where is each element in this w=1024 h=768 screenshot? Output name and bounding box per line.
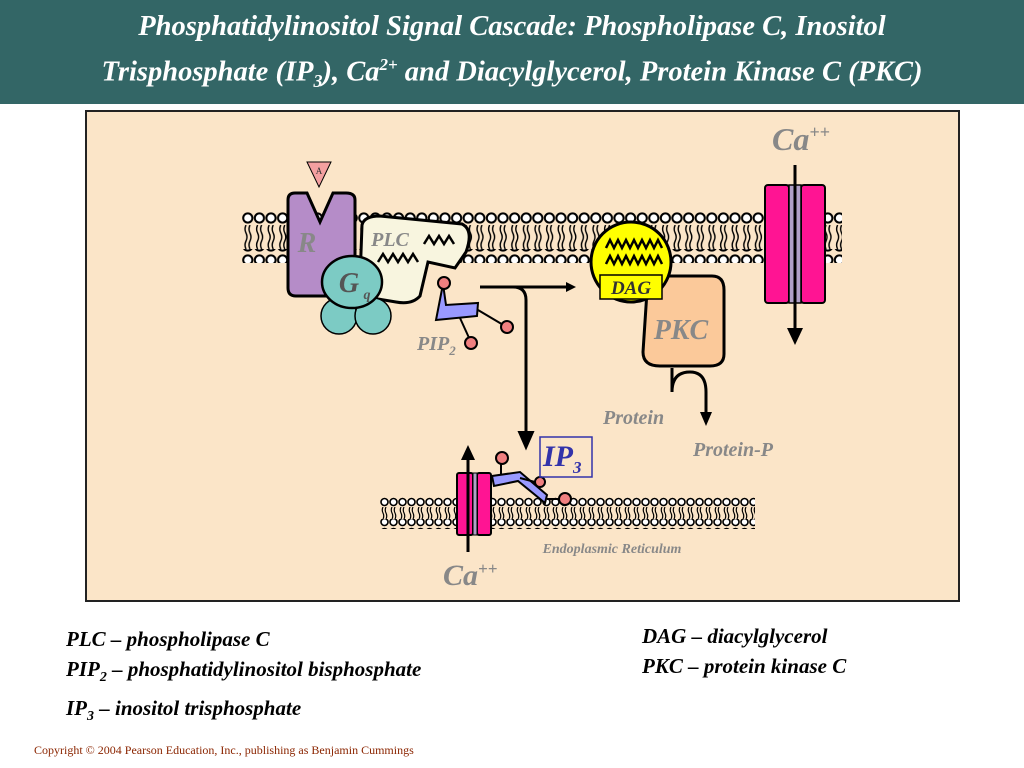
copyright-notice: Copyright © 2004 Pearson Education, Inc.… bbox=[34, 743, 414, 757]
ca-top-label: Ca++ bbox=[772, 121, 830, 157]
gq-protein: G q bbox=[320, 254, 392, 335]
pkc-enzyme: PKC bbox=[641, 274, 726, 368]
gq-subscript: q bbox=[364, 288, 371, 303]
legend-pip2: PIP2 – phosphatidylinositol bisphosphate bbox=[66, 657, 422, 686]
title-line-2: Trisphosphate (IP3), Ca2+ and Diacylglyc… bbox=[101, 55, 923, 92]
gq-label: G bbox=[339, 268, 359, 299]
pkc-label: PKC bbox=[653, 315, 709, 346]
protein-label: Protein bbox=[602, 407, 664, 429]
er-ca-channel: Ca++ bbox=[443, 445, 497, 592]
pip2-molecule: PIP2 bbox=[416, 276, 514, 358]
legend-pkc: PKC – protein kinase C bbox=[642, 654, 847, 678]
protein-p-label: Protein-P bbox=[692, 439, 774, 461]
title-line-1: Phosphatidylinositol Signal Cascade: Pho… bbox=[138, 11, 886, 42]
ca-bottom-label: Ca++ bbox=[443, 559, 497, 592]
plc-label: PLC bbox=[370, 229, 409, 251]
dag-label: DAG bbox=[610, 278, 651, 299]
legend-plc: PLC – phospholipase C bbox=[66, 627, 270, 651]
ip3-molecule: IP3 bbox=[490, 436, 593, 506]
phosphorylation-arrow: Protein Protein-P bbox=[602, 368, 774, 461]
legend-left: PLC – phospholipase C PIP2 – phosphatidy… bbox=[66, 624, 421, 732]
dag-molecule: DAG bbox=[589, 220, 673, 304]
legend-ip3: IP3 – inositol trisphosphate bbox=[66, 696, 302, 725]
ip3-label: IP3 bbox=[542, 440, 582, 477]
legend-right: DAG – diacylglycerol PKC – protein kinas… bbox=[642, 621, 846, 681]
legend-dag: DAG – diacylglycerol bbox=[642, 624, 828, 648]
plasma-ca-channel: Ca++ bbox=[764, 121, 830, 345]
agonist: A bbox=[306, 161, 332, 189]
agonist-label: A bbox=[316, 166, 323, 176]
er-label: Endoplasmic Reticulum bbox=[542, 542, 682, 557]
plc-product-arrows bbox=[480, 282, 576, 451]
receptor-label: R bbox=[297, 228, 317, 259]
pip2-label: PIP2 bbox=[416, 333, 456, 358]
title-banner: Phosphatidylinositol Signal Cascade: Pho… bbox=[0, 0, 1024, 104]
